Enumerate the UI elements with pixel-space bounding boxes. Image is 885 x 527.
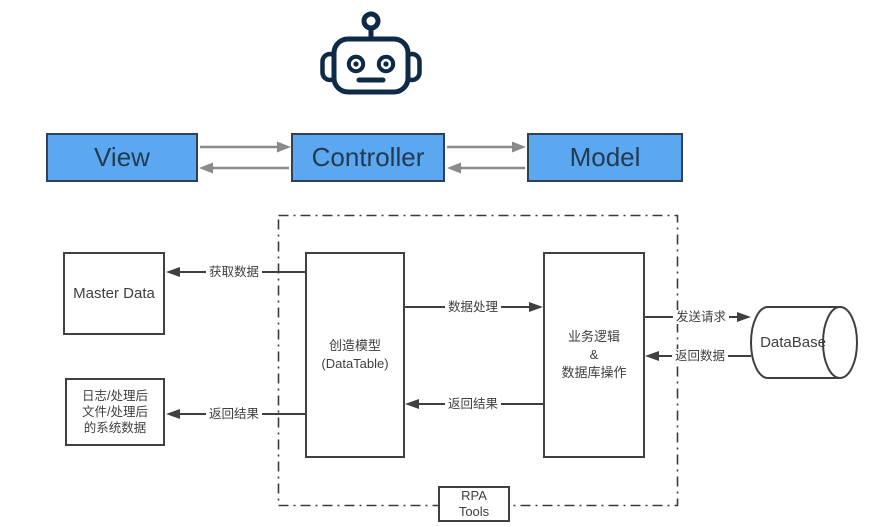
output-data-line: 文件/处理后	[82, 405, 148, 419]
output-data-line: 日志/处理后	[82, 389, 148, 403]
controller-box: Controller	[291, 133, 445, 182]
edge-label-send-request: 发送请求	[672, 310, 730, 324]
create-model-line: 创造模型	[328, 338, 381, 353]
arrow-model-to-controller	[447, 162, 525, 174]
model-box-label: Model	[569, 142, 641, 172]
rpa-tools-box: RPA Tools	[438, 486, 510, 522]
output-data-box: 日志/处理后 文件/处理后 的系统数据	[65, 378, 165, 446]
edge-label-return-result-left: 返回结果	[205, 407, 263, 421]
create-model-line: (DataTable)	[321, 356, 389, 371]
create-model-box: 创造模型 (DataTable)	[305, 252, 405, 458]
arrow-controller-to-model	[447, 141, 526, 153]
robot-icon	[320, 11, 422, 95]
edge-label-return-result-mid: 返回结果	[444, 397, 502, 411]
model-box: Model	[527, 133, 683, 182]
business-logic-line: 业务逻辑	[567, 329, 620, 344]
controller-box-label: Controller	[311, 142, 425, 172]
rpa-tools-line: Tools	[458, 504, 490, 519]
view-box-label: View	[94, 142, 150, 172]
business-logic-line: &	[589, 347, 599, 362]
edge-label-get-data: 获取数据	[205, 265, 263, 279]
business-logic-box: 业务逻辑 & 数据库操作	[543, 252, 645, 458]
business-logic-line: 数据库操作	[561, 365, 627, 380]
master-data-box: Master Data	[63, 252, 165, 335]
arrow-controller-to-view	[199, 162, 289, 174]
edge-label-data-process: 数据处理	[444, 300, 502, 314]
view-box: View	[46, 133, 198, 182]
database-label: DataBase	[760, 334, 826, 351]
master-data-label: Master Data	[73, 285, 155, 302]
edge-label-return-data: 返回数据	[671, 349, 729, 363]
output-data-line: 的系统数据	[83, 421, 147, 435]
arrow-view-to-controller	[200, 141, 291, 153]
database-cylinder-icon	[750, 306, 858, 379]
rpa-tools-line: RPA	[461, 488, 487, 503]
